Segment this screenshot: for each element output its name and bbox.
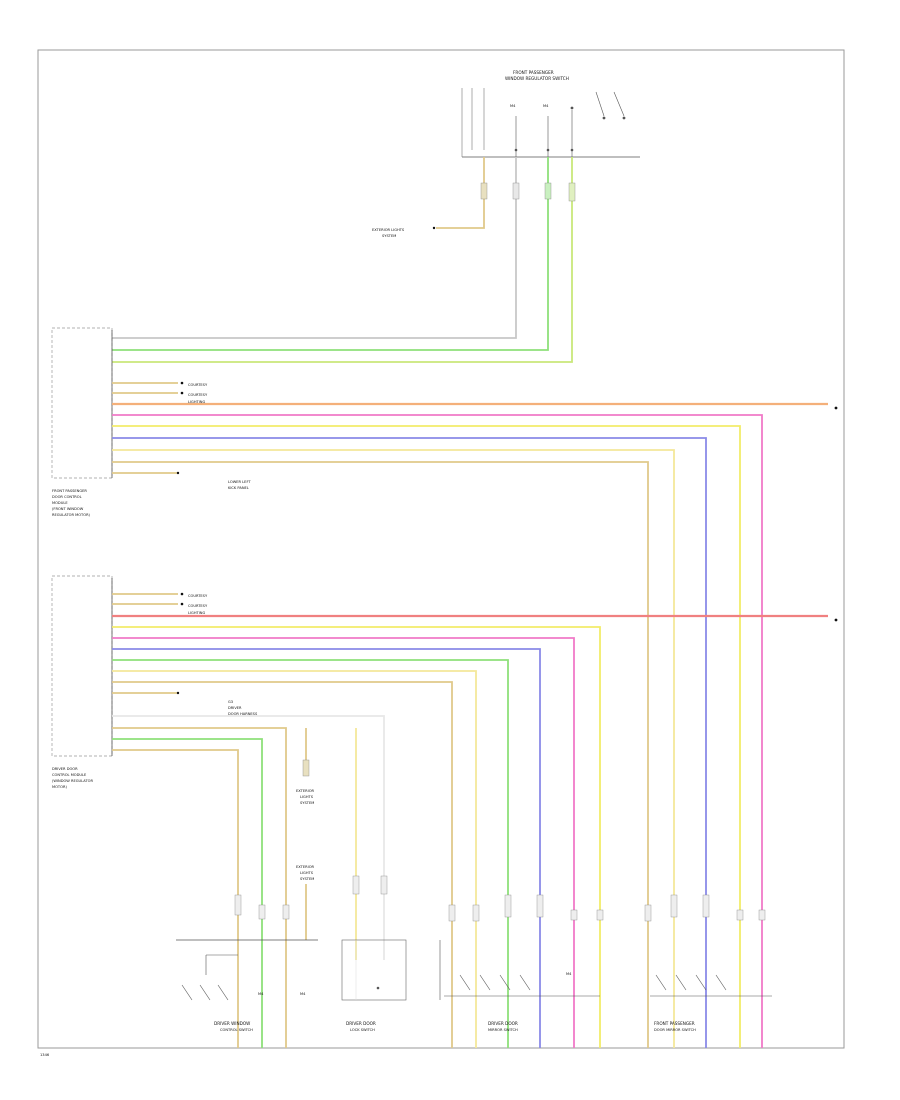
switch-4: FRONT PASSENGER DOOR MIRROR SWITCH bbox=[650, 974, 772, 1032]
svg-text:SYSTEM: SYSTEM bbox=[300, 877, 314, 881]
svg-text:MOTOR): MOTOR) bbox=[52, 785, 67, 789]
ext-mid-1: EXTERIOR LIGHTS SYSTEM bbox=[296, 759, 315, 805]
svg-text:DRIVER DOOR: DRIVER DOOR bbox=[52, 767, 78, 771]
svg-text:LIGHTS: LIGHTS bbox=[300, 795, 314, 799]
svg-text:FRONT PASSENGER: FRONT PASSENGER bbox=[654, 1021, 695, 1026]
svg-text:MODULE: MODULE bbox=[52, 501, 68, 505]
svg-text:COURTESY: COURTESY bbox=[188, 594, 208, 598]
module-1-wires bbox=[112, 382, 828, 1048]
top-wires bbox=[112, 157, 573, 363]
switch-3: M4 DRIVER DOOR MIRROR SWITCH bbox=[439, 940, 600, 1032]
module-2: DRIVER DOOR CONTROL MODULE (WINDOW REGUL… bbox=[51, 575, 113, 789]
svg-text:LIGHTING: LIGHTING bbox=[188, 400, 205, 404]
top-switch-label-2: WINDOW REGULATOR SWITCH bbox=[505, 76, 569, 81]
svg-text:M4: M4 bbox=[543, 104, 549, 108]
svg-text:FRONT PASSENGER: FRONT PASSENGER bbox=[52, 489, 87, 493]
module-2-wires bbox=[112, 593, 828, 1048]
svg-text:DRIVER DOOR: DRIVER DOOR bbox=[346, 1021, 376, 1026]
svg-text:DOOR CONTROL: DOOR CONTROL bbox=[52, 495, 82, 499]
svg-text:COURTESY: COURTESY bbox=[188, 393, 208, 397]
ext-lights-top: EXTERIOR LIGHTS SYSTEM bbox=[372, 226, 436, 238]
svg-text:M4: M4 bbox=[510, 104, 516, 108]
svg-text:LIGHTING: LIGHTING bbox=[188, 611, 205, 615]
svg-text:COURTESY: COURTESY bbox=[188, 604, 208, 608]
svg-text:G3: G3 bbox=[228, 700, 233, 704]
top-switch-label-1: FRONT PASSENGER bbox=[513, 70, 554, 75]
svg-text:M4: M4 bbox=[258, 992, 264, 996]
bottom-connectors bbox=[234, 875, 766, 922]
svg-text:LOWER LEFT: LOWER LEFT bbox=[228, 480, 251, 484]
bus-label-2 bbox=[834, 618, 838, 622]
svg-text:CONTROL MODULE: CONTROL MODULE bbox=[52, 773, 87, 777]
svg-text:(FRONT WINDOW: (FRONT WINDOW bbox=[52, 507, 84, 511]
svg-text:DRIVER WINDOW: DRIVER WINDOW bbox=[214, 1021, 250, 1026]
svg-text:EXTERIOR: EXTERIOR bbox=[296, 789, 315, 793]
switch-1: M4 M4 DRIVER WINDOW CONTROL SWITCH bbox=[176, 939, 318, 1032]
svg-text:DRIVER DOOR: DRIVER DOOR bbox=[488, 1021, 518, 1026]
svg-text:SYSTEM: SYSTEM bbox=[300, 801, 314, 805]
footer-code: 1346 bbox=[40, 1053, 50, 1057]
svg-text:(WINDOW REGULATOR: (WINDOW REGULATOR bbox=[52, 779, 93, 783]
svg-text:SYSTEM: SYSTEM bbox=[382, 234, 396, 238]
module-1: FRONT PASSENGER DOOR CONTROL MODULE (FRO… bbox=[51, 327, 113, 517]
svg-text:COURTESY: COURTESY bbox=[188, 383, 208, 387]
ext-mid-2: EXTERIOR LIGHTS SYSTEM bbox=[296, 865, 315, 940]
switch-2: DRIVER DOOR LOCK SWITCH bbox=[341, 939, 407, 1032]
svg-text:LOCK SWITCH: LOCK SWITCH bbox=[350, 1028, 375, 1032]
svg-text:EXTERIOR: EXTERIOR bbox=[296, 865, 315, 869]
diagram-frame bbox=[37, 49, 845, 1049]
svg-text:CONTROL SWITCH: CONTROL SWITCH bbox=[220, 1028, 253, 1032]
svg-text:KICK PANEL: KICK PANEL bbox=[228, 486, 249, 490]
svg-text:REGULATOR MOTOR): REGULATOR MOTOR) bbox=[52, 513, 91, 517]
svg-text:EXTERIOR LIGHTS: EXTERIOR LIGHTS bbox=[372, 228, 405, 232]
svg-text:DRIVER: DRIVER bbox=[228, 706, 242, 710]
svg-text:LIGHTS: LIGHTS bbox=[300, 871, 314, 875]
svg-text:DOOR MIRROR SWITCH: DOOR MIRROR SWITCH bbox=[654, 1028, 696, 1032]
svg-text:MIRROR SWITCH: MIRROR SWITCH bbox=[488, 1028, 518, 1032]
top-switch: M4 M4 FRONT PASSENGER WINDOW REGULATOR S… bbox=[461, 70, 640, 158]
svg-text:DOOR HARNESS: DOOR HARNESS bbox=[228, 712, 258, 716]
bus-label-1 bbox=[834, 406, 838, 410]
svg-text:M4: M4 bbox=[300, 992, 306, 996]
svg-text:M4: M4 bbox=[566, 972, 572, 976]
